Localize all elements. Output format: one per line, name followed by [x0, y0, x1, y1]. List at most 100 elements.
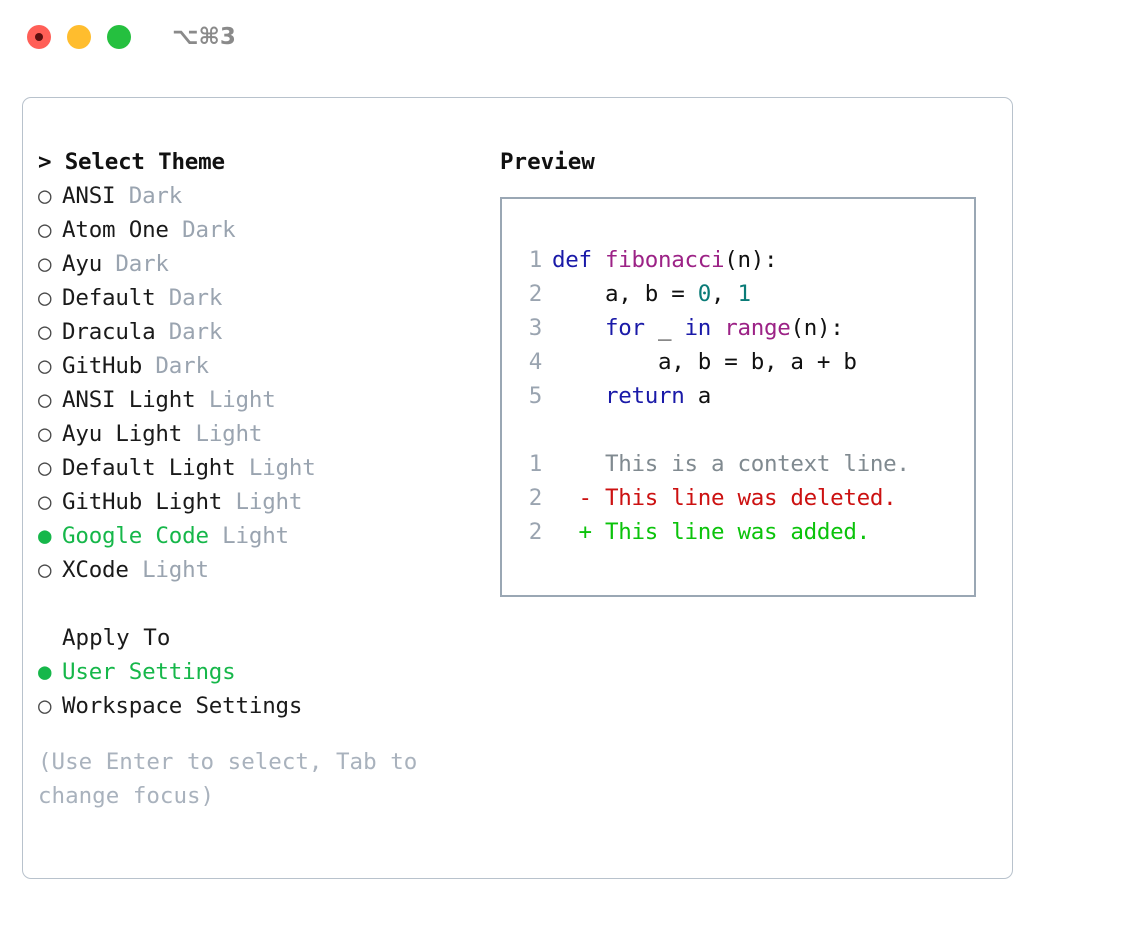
radio-unselected-icon: ○	[38, 353, 52, 379]
line-number: 2	[528, 485, 543, 511]
theme-option-xcode[interactable]: ○XCode Light	[38, 553, 478, 587]
diff-line-ctx: 1 This is a context line.	[516, 447, 974, 481]
preview-title: Preview	[500, 149, 595, 175]
radio-unselected-icon: ○	[38, 489, 52, 515]
theme-option-ansi-light[interactable]: ○ ANSI Light Light	[38, 383, 478, 417]
minimize-button-icon[interactable]	[67, 25, 91, 49]
radio-selected-icon: ●	[38, 659, 52, 685]
theme-option-variant: Dark	[142, 353, 209, 379]
code-token: def	[552, 247, 605, 273]
theme-option-github-light[interactable]: ○ GitHub Light Light	[38, 485, 478, 519]
code-line: 2 a, b = 0, 1	[516, 277, 974, 311]
code-token: a, b =	[552, 281, 698, 307]
theme-option-label: ANSI Light	[62, 387, 196, 413]
radio-unselected-icon: ○	[38, 319, 52, 345]
close-button-icon[interactable]	[27, 25, 51, 49]
theme-option-ayu-light[interactable]: ○Ayu Light Light	[38, 417, 478, 451]
diff-line-add: 2 + This line was added.	[516, 515, 974, 549]
radio-unselected-icon: ○	[38, 421, 52, 447]
theme-option-variant: Light	[182, 421, 263, 447]
theme-option-google-code[interactable]: ●Google Code Light	[38, 519, 478, 553]
radio-unselected-icon: ○	[38, 693, 52, 719]
theme-option-atom-one[interactable]: ○Atom One Dark	[38, 213, 478, 247]
theme-option-github[interactable]: ○ GitHub Dark	[38, 349, 478, 383]
code-token	[552, 315, 605, 341]
theme-option-ansi[interactable]: ○ANSI Dark	[38, 179, 478, 213]
apply-to-option-workspace-settings[interactable]: ○ Workspace Settings	[38, 689, 478, 723]
code-diff-gap	[516, 413, 974, 447]
title-bar: ⌥⌘3	[0, 0, 1140, 78]
theme-option-variant: Light	[222, 489, 303, 515]
keyboard-shortcut-label: ⌥⌘3	[172, 24, 236, 50]
radio-unselected-icon: ○	[38, 285, 52, 311]
code-token: fibonacci	[605, 247, 725, 273]
theme-option-default-light[interactable]: ○Default Light Light	[38, 451, 478, 485]
theme-option-variant: Light	[195, 387, 276, 413]
code-token: ,	[710, 281, 738, 307]
apply-to-list: ● User Settings ○ Workspace Settings	[38, 655, 478, 723]
radio-unselected-icon: ○	[38, 387, 52, 413]
theme-option-label: GitHub	[62, 353, 143, 379]
theme-option-default[interactable]: ○ Default Dark	[38, 281, 478, 315]
code-token: range	[724, 315, 791, 341]
diff-line-text: This is a context line.	[552, 451, 910, 477]
code-token: return	[605, 383, 685, 409]
radio-unselected-icon: ○	[38, 251, 52, 277]
radio-unselected-icon: ○	[38, 217, 52, 243]
code-line: 3 for _ in range(n):	[516, 311, 974, 345]
apply-to-option-label: Workspace Settings	[62, 693, 303, 719]
diff-sample: 1 This is a context line.2 - This line w…	[516, 447, 974, 549]
code-line: 5 return a	[516, 379, 974, 413]
code-token: 1	[737, 281, 751, 307]
theme-option-ayu[interactable]: ○Ayu Dark	[38, 247, 478, 281]
theme-list: ○ANSI Dark○Atom One Dark○Ayu Dark○Defaul…	[38, 179, 478, 587]
apply-to-header: ○Apply To	[38, 621, 478, 655]
code-token: a	[684, 383, 712, 409]
code-token: (n):	[790, 315, 844, 341]
window-controls	[27, 25, 131, 49]
theme-option-label: ANSI	[62, 183, 116, 209]
apply-to-header-marker: ○	[38, 621, 62, 655]
code-token: _	[644, 315, 685, 341]
theme-option-label: Google Code	[62, 523, 209, 549]
code-token: in	[684, 315, 712, 341]
theme-option-variant: Light	[208, 523, 289, 549]
line-number: 5	[528, 383, 543, 409]
theme-option-variant: Light	[235, 455, 316, 481]
theme-option-variant: Dark	[168, 217, 236, 243]
apply-to-option-label: User Settings	[62, 659, 236, 685]
theme-option-label: GitHub Light	[62, 489, 223, 515]
theme-option-label: XCode	[62, 557, 129, 583]
theme-picker-column: > Select Theme ○ANSI Dark○Atom One Dark○…	[38, 145, 478, 813]
line-number: 2	[528, 281, 543, 307]
code-token: (n):	[724, 247, 778, 273]
line-number: 1	[528, 451, 543, 477]
line-number: 2	[528, 519, 543, 545]
code-line: 4 a, b = b, a + b	[516, 345, 974, 379]
line-number: 4	[528, 349, 543, 375]
code-token: 0	[697, 281, 712, 307]
diff-line-text: + This line was added.	[552, 519, 870, 545]
theme-picker-header: > Select Theme	[38, 149, 225, 175]
theme-option-label: Dracula	[62, 319, 156, 345]
theme-option-label: Default Light	[62, 455, 236, 481]
line-number: 3	[528, 315, 543, 341]
code-token: for	[605, 315, 645, 341]
theme-option-variant: Dark	[155, 319, 223, 345]
list-spacer	[38, 587, 478, 621]
zoom-button-icon[interactable]	[107, 25, 131, 49]
apply-to-option-user-settings[interactable]: ● User Settings	[38, 655, 478, 689]
help-text: (Use Enter to select, Tab to change focu…	[38, 749, 431, 809]
theme-option-variant: Dark	[102, 251, 169, 277]
diff-line-text: - This line was deleted.	[552, 485, 897, 511]
theme-option-variant: Dark	[155, 285, 223, 311]
diff-line-del: 2 - This line was deleted.	[516, 481, 974, 515]
code-token: a, b = b, a + b	[552, 349, 857, 375]
content-panel: > Select Theme ○ANSI Dark○Atom One Dark○…	[22, 97, 1013, 879]
theme-option-label: Default	[62, 285, 156, 311]
theme-option-dracula[interactable]: ○ Dracula Dark	[38, 315, 478, 349]
